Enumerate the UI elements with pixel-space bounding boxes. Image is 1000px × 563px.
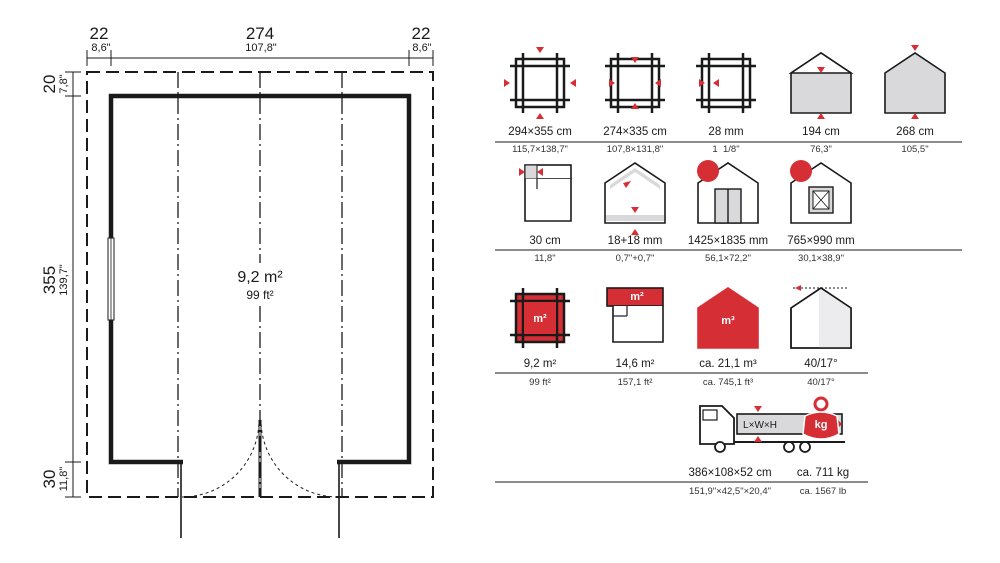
ridge-height-icon <box>884 45 946 119</box>
spec-value-floor-area: 9,2 m² <box>524 358 557 370</box>
outer-dimensions-icon <box>504 47 576 119</box>
floor-plan: 22 8,6" 274 107,8" 22 8,6" 20 7,8" 355 1… <box>40 24 434 538</box>
shipping-weight-value: ca. 711 kg <box>797 467 849 479</box>
spec-value-outer: 294×355 cm <box>508 126 572 138</box>
wall-thickness-icon <box>694 51 758 115</box>
left-dim-center-in: 139,7" <box>58 264 70 296</box>
top-dim-center-in: 107,8" <box>245 42 277 54</box>
package-box <box>736 406 843 442</box>
spec-sub-outer: 115,7×138,7" <box>512 144 568 155</box>
left-dim-top-in: 7,8" <box>58 74 70 93</box>
spec-value-roof-pitch: 40/17° <box>804 358 837 370</box>
inner-dimensions-icon <box>603 51 667 115</box>
spec-value-window: 765×990 mm <box>787 235 854 247</box>
row-separators <box>495 141 962 483</box>
weight-icon <box>802 396 840 440</box>
door-swing-right <box>260 419 339 498</box>
top-dim-left-in: 8,6" <box>91 42 110 54</box>
floor-area-ft2: 99 ft² <box>246 288 273 302</box>
weight-icon-label: kg <box>815 419 828 431</box>
spec-sub-door: 56,1×72,2" <box>705 253 751 264</box>
left-dim-center-cm: 355 <box>40 266 59 294</box>
floor-area-m2: 9,2 m² <box>237 269 283 286</box>
roof-area-icon-label: m² <box>630 291 644 303</box>
left-dim-bottom-in: 11,8" <box>58 467 70 492</box>
spec-sub-roof-area: 157,1 ft² <box>618 377 653 388</box>
top-dim-center-cm: 274 <box>246 24 274 43</box>
spec-sub-roof-floor: 0,7"+0,7" <box>616 253 655 264</box>
dimension-lines <box>65 50 434 498</box>
floor-area-icon <box>510 288 570 348</box>
spec-sub-overhang: 11,8" <box>534 253 555 264</box>
spec-value-side-height: 194 cm <box>802 126 840 138</box>
shipping-size-value: 386×108×52 cm <box>688 467 771 479</box>
roof-area-icon <box>606 287 664 343</box>
wall-outline <box>108 93 412 465</box>
spec-value-roof-area: 14,6 m² <box>616 358 655 370</box>
top-dim-left-cm: 22 <box>90 24 109 43</box>
spec-value-door: 1425×1835 mm <box>688 235 768 247</box>
roof-overhang-icon <box>519 164 572 222</box>
top-dim-right-cm: 22 <box>412 24 431 43</box>
spec-value-overhang: 30 cm <box>529 235 560 247</box>
spec-value-inner: 274×335 cm <box>603 126 667 138</box>
spec-values: 294×355 cm 115,7×138,7" 274×335 cm 107,8… <box>508 126 934 497</box>
volume-icon <box>697 287 759 349</box>
truck-icon <box>699 405 845 453</box>
door-icon <box>697 160 759 224</box>
spec-value-roof-floor: 18+18 mm <box>608 235 663 247</box>
side-wall-height-icon <box>788 52 854 119</box>
spec-sub-ridge-height: 105,5" <box>901 144 928 155</box>
spec-value-ridge-height: 268 cm <box>896 126 934 138</box>
shipping-weight-sub: ca. 1567 lb <box>800 486 846 497</box>
left-dim-bottom-cm: 30 <box>40 470 59 489</box>
spec-sub-inner: 107,8×131,8" <box>607 144 663 155</box>
roof-pitch-icon <box>790 285 852 349</box>
top-dim-right-in: 8,6" <box>412 42 431 54</box>
shipping-size-sub: 151,9"×42,5"×20,4" <box>689 486 771 497</box>
door-count-badge: 1× <box>702 188 715 200</box>
spec-sub-roof-pitch: 40/17° <box>807 377 835 388</box>
spec-value-wall: 28 mm <box>708 126 743 138</box>
spec-sub-wall: 1 1/8" <box>712 144 739 155</box>
package-dimension-label: L×W×H <box>743 420 777 431</box>
roof-floor-thickness-icon <box>604 162 666 235</box>
volume-icon-label: m³ <box>721 315 735 327</box>
spec-sub-volume: ca. 745,1 ft³ <box>703 377 753 388</box>
spec-sub-side-height: 76,3" <box>810 144 832 155</box>
left-dim-top-cm: 20 <box>40 75 59 94</box>
window-icon <box>790 160 852 224</box>
spec-sub-window: 30,1×38,9" <box>798 253 844 264</box>
spec-sub-floor-area: 99 ft² <box>529 377 551 388</box>
floor-area-icon-label: m² <box>533 313 547 325</box>
spec-value-volume: ca. 21,1 m³ <box>699 358 757 370</box>
door-swing-left <box>181 419 260 498</box>
window-count-badge: 1× <box>795 188 808 200</box>
